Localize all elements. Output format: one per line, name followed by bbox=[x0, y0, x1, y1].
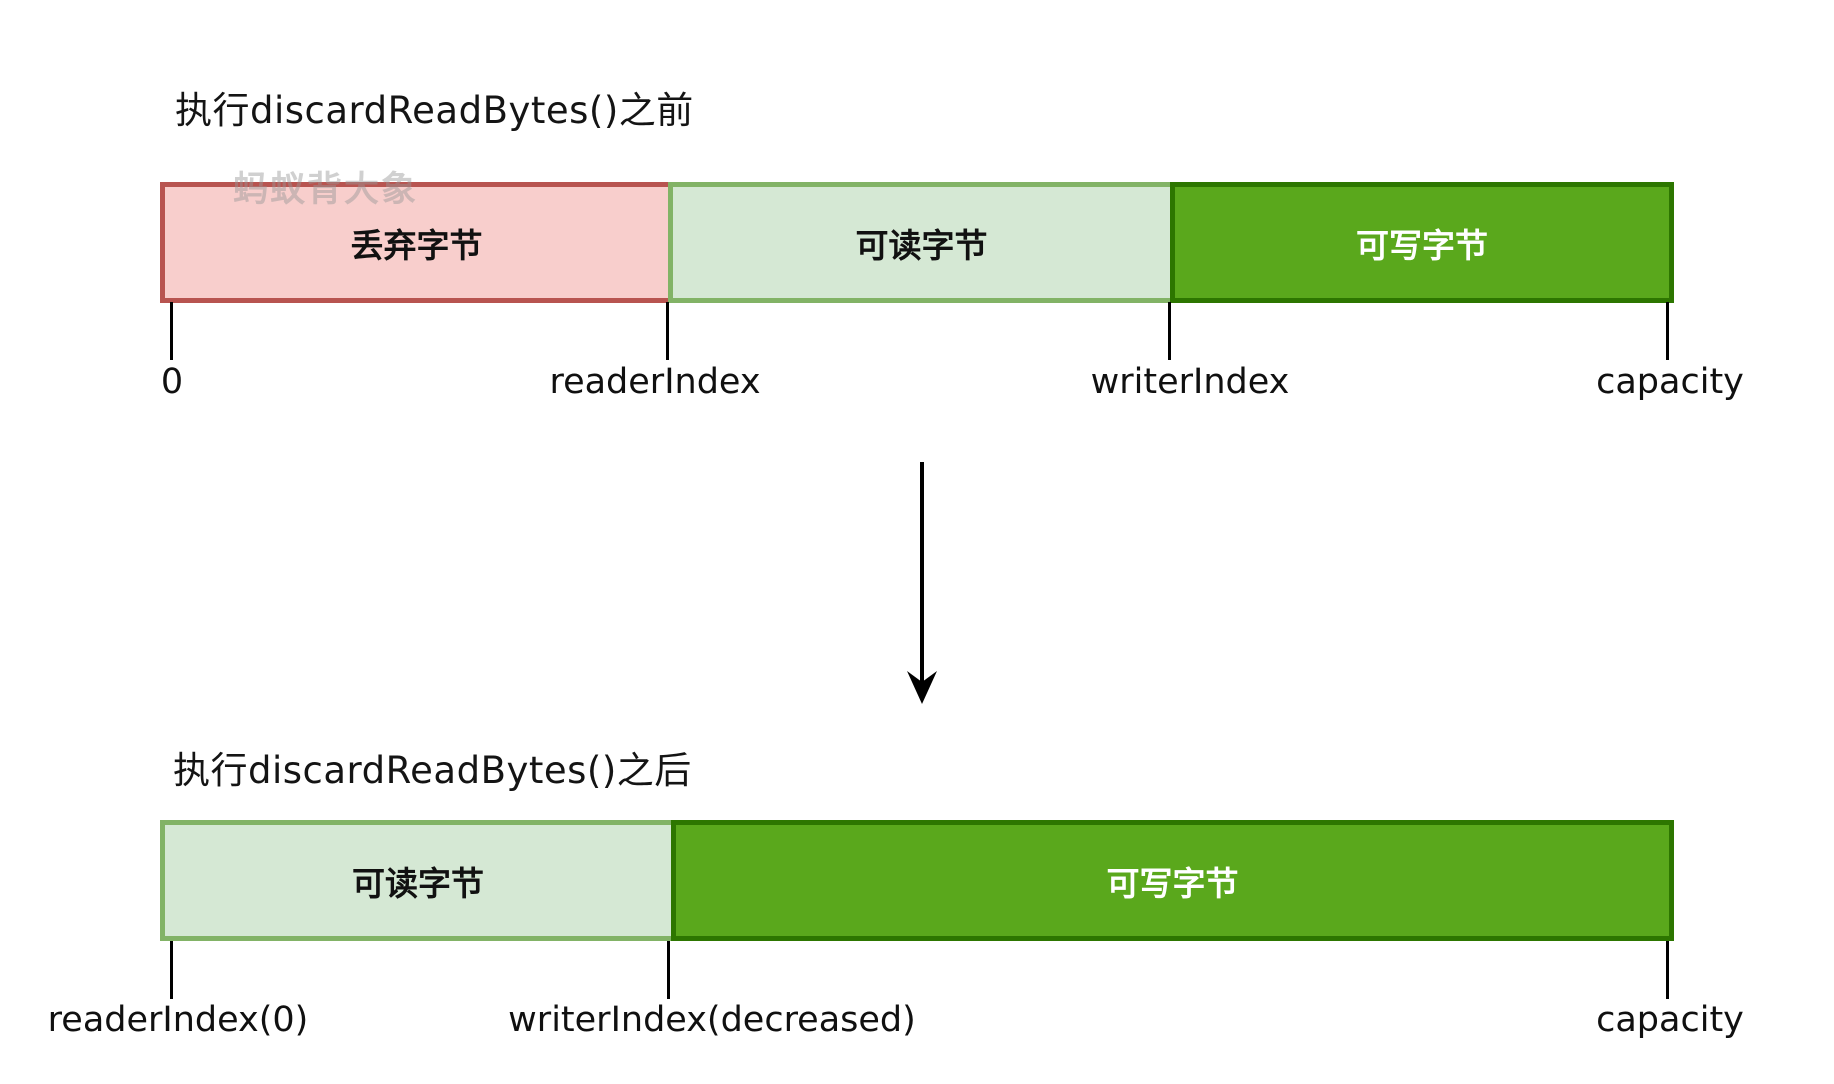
tick-line-capacity-after bbox=[1666, 941, 1669, 999]
tick-label-readerindex: readerIndex bbox=[549, 362, 761, 402]
segment-writable-label-before: 可写字节 bbox=[1356, 225, 1488, 265]
buffer-bar-before: 丢弃字节 可读字节 可写字节 bbox=[160, 182, 1674, 303]
segment-readable-bytes-after: 可读字节 bbox=[160, 820, 676, 941]
segment-readable-bytes-before: 可读字节 bbox=[668, 182, 1175, 303]
segment-readable-label-after: 可读字节 bbox=[352, 863, 484, 903]
diagram-title-after: 执行discardReadBytes()之后 bbox=[173, 749, 692, 792]
tick-label-writerindex-after: writerIndex(decreased) bbox=[508, 1000, 916, 1040]
tick-label-capacity-after: capacity bbox=[1596, 1000, 1744, 1040]
segment-writable-label-after: 可写字节 bbox=[1106, 863, 1239, 903]
segment-writable-bytes-after: 可写字节 bbox=[671, 820, 1674, 941]
tick-label-capacity-before: capacity bbox=[1596, 362, 1744, 402]
tick-label-readerindex-after: readerIndex(0) bbox=[47, 1000, 309, 1040]
segment-writable-bytes-before: 可写字节 bbox=[1170, 182, 1674, 303]
segment-discardable-bytes: 丢弃字节 bbox=[160, 182, 673, 303]
tick-line-capacity-before bbox=[1666, 302, 1669, 360]
tick-line-readerindex-after bbox=[170, 941, 173, 999]
tick-line-readerindex bbox=[666, 302, 669, 360]
segment-discardable-label: 丢弃字节 bbox=[350, 225, 483, 265]
tick-line-writerindex bbox=[1168, 302, 1171, 360]
tick-label-writerindex: writerIndex bbox=[1090, 362, 1290, 402]
diagram-title-before: 执行discardReadBytes()之前 bbox=[175, 89, 694, 132]
tick-line-zero bbox=[170, 302, 173, 360]
segment-readable-label-before: 可读字节 bbox=[855, 225, 988, 265]
tick-line-writerindex-after bbox=[667, 941, 670, 999]
tick-label-zero: 0 bbox=[160, 362, 184, 402]
buffer-bar-after: 可读字节 可写字节 bbox=[160, 820, 1674, 941]
watermark-text: 蚂蚁背大象 bbox=[233, 170, 419, 210]
down-arrow-icon bbox=[897, 456, 947, 708]
